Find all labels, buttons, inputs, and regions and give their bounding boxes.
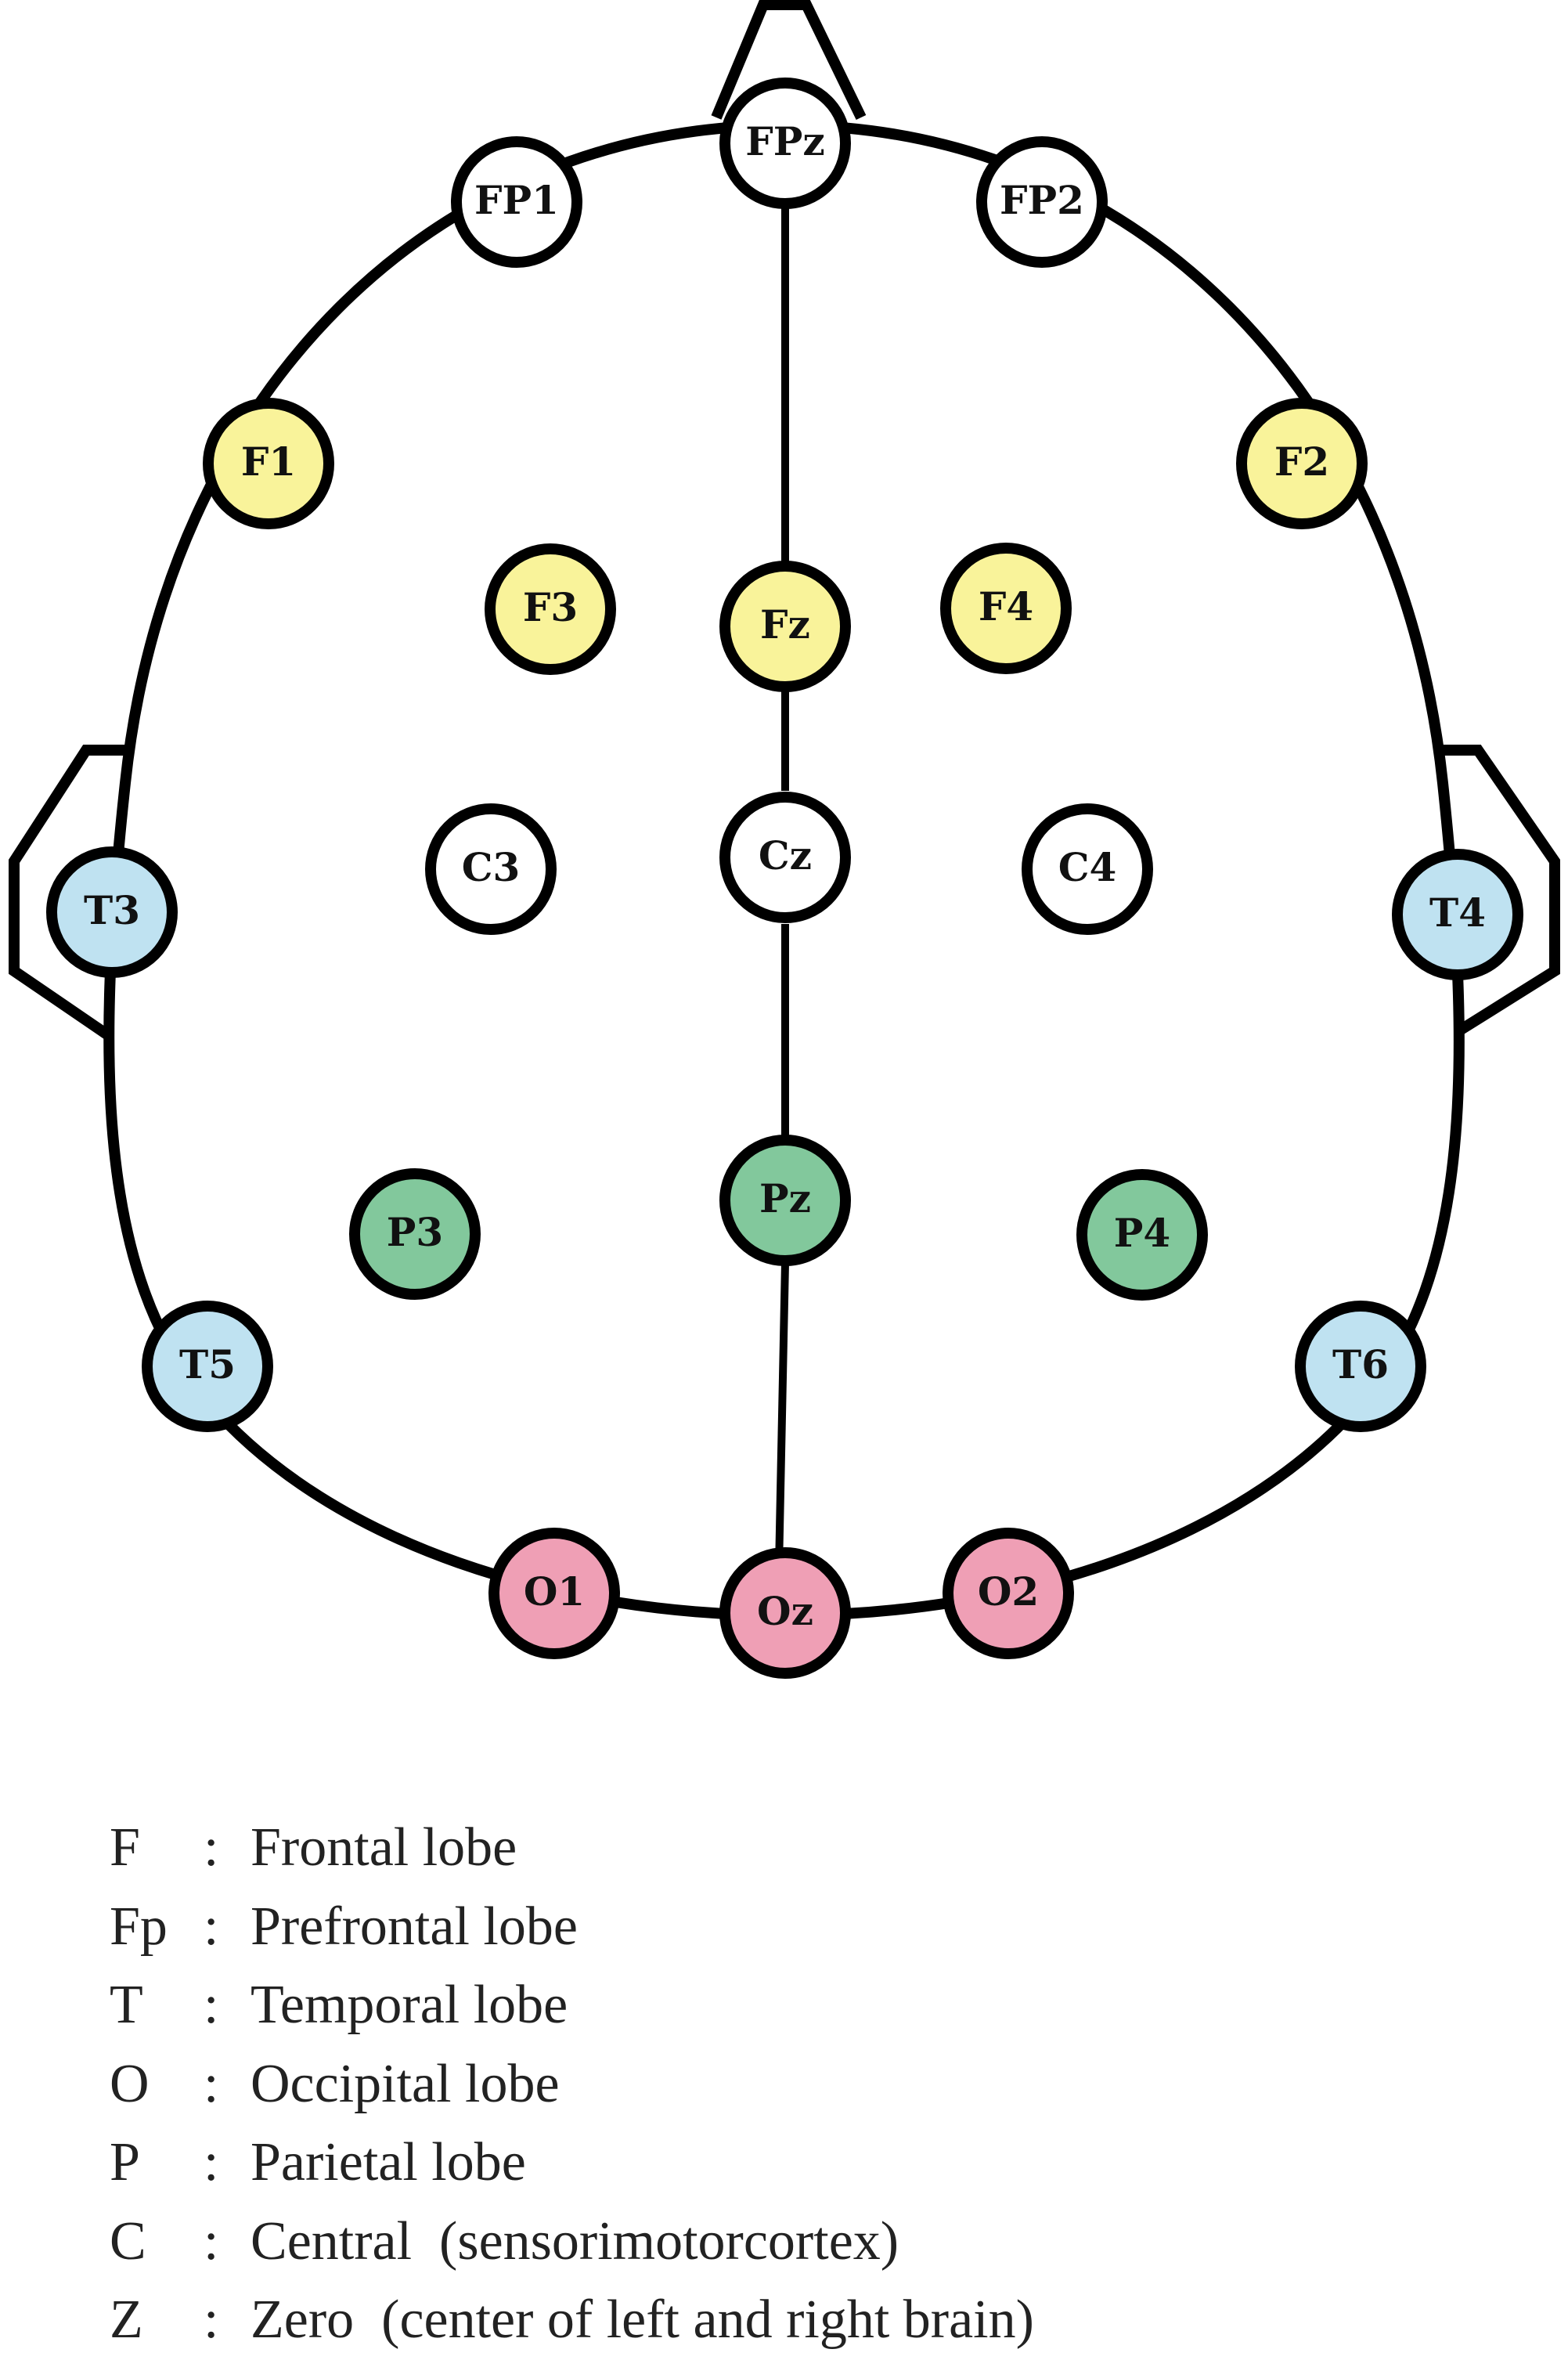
electrode-o2: O2 bbox=[943, 1528, 1074, 1659]
legend-separator: : bbox=[204, 2210, 219, 2272]
electrode-f2: F2 bbox=[1236, 398, 1368, 529]
electrode-label: Oz bbox=[757, 1588, 813, 1634]
electrode-label: F4 bbox=[979, 583, 1033, 630]
electrode-fp2: FP2 bbox=[976, 136, 1108, 268]
electrode-o1: O1 bbox=[488, 1528, 620, 1659]
electrode-t6: T6 bbox=[1295, 1301, 1426, 1432]
electrode-p3: P3 bbox=[349, 1168, 481, 1300]
legend-row-temporal: T: Temporal lobe bbox=[110, 1966, 1519, 2045]
electrode-f4: F4 bbox=[940, 543, 1072, 674]
electrode-marker bbox=[451, 136, 582, 268]
electrode-label: F2 bbox=[1274, 438, 1329, 485]
electrode-marker bbox=[349, 1168, 481, 1300]
legend-separator: : bbox=[204, 2132, 219, 2192]
electrode-label: Fz bbox=[760, 601, 810, 648]
electrode-marker bbox=[485, 543, 616, 675]
electrode-fz: Fz bbox=[719, 561, 851, 692]
electrode-label: Cz bbox=[759, 832, 812, 879]
legend-row-occipital: O: Occipital lobe bbox=[110, 2045, 1519, 2124]
legend-text: Zero (center of left and right brain) bbox=[251, 2290, 1034, 2350]
legend-text: Temporal lobe bbox=[251, 1975, 568, 2035]
legend-key: C bbox=[110, 2210, 146, 2272]
electrode-f1: F1 bbox=[203, 398, 334, 529]
right-ear-outline bbox=[1425, 745, 1560, 1040]
electrode-label: FPz bbox=[745, 118, 825, 164]
electrode-marker bbox=[719, 561, 851, 692]
legend-key: P bbox=[110, 2132, 140, 2192]
electrode-label: T3 bbox=[84, 887, 140, 933]
legend-row-parietal: P: Parietal lobe bbox=[110, 2124, 1519, 2203]
electrode-marker bbox=[719, 1135, 851, 1266]
legend-key: T bbox=[110, 1975, 143, 2035]
midline-pz-oz bbox=[775, 1262, 789, 1568]
electrode-label: T5 bbox=[179, 1341, 236, 1387]
electrode-label: O1 bbox=[524, 1568, 585, 1615]
legend-text: Central (sensorimotorcortex) bbox=[251, 2210, 899, 2272]
legend-separator: : bbox=[204, 2053, 219, 2114]
electrode-marker bbox=[142, 1301, 273, 1432]
electrode-marker bbox=[425, 803, 557, 935]
electrode-label: T4 bbox=[1429, 890, 1486, 936]
electrode-marker bbox=[719, 78, 851, 209]
electrode-marker bbox=[203, 398, 334, 529]
electrode-pz: Pz bbox=[719, 1135, 851, 1266]
left-ear-outline bbox=[9, 745, 146, 1040]
electrode-marker bbox=[719, 792, 851, 923]
legend-text: Prefrontal lobe bbox=[251, 1896, 578, 1957]
electrode-t5: T5 bbox=[142, 1301, 273, 1432]
electrode-label: C3 bbox=[462, 844, 521, 890]
legend-row-zero: Z: Zero (center of left and right brain) bbox=[110, 2281, 1519, 2360]
electrode-cz: Cz bbox=[719, 792, 851, 923]
electrode-t4: T4 bbox=[1392, 849, 1523, 980]
electrode-label: Pz bbox=[759, 1175, 811, 1221]
electrode-fp1: FP1 bbox=[451, 136, 582, 268]
electrode-fpz: FPz bbox=[719, 78, 851, 209]
legend-separator: : bbox=[204, 2290, 219, 2350]
legend-separator: : bbox=[204, 1896, 219, 1957]
electrode-label: P4 bbox=[1114, 1210, 1170, 1256]
electrode-marker bbox=[1295, 1301, 1426, 1432]
electrode-c3: C3 bbox=[425, 803, 557, 935]
electrode-marker bbox=[940, 543, 1072, 674]
electrode-marker bbox=[1236, 398, 1368, 529]
legend-separator: : bbox=[204, 1817, 219, 1878]
electrode-t3: T3 bbox=[46, 846, 178, 978]
electrode-label: FP1 bbox=[474, 177, 559, 223]
legend-text: Parietal lobe bbox=[251, 2132, 526, 2192]
electrode-marker bbox=[46, 846, 178, 978]
electrode-marker bbox=[488, 1528, 620, 1659]
electrode-c4: C4 bbox=[1022, 803, 1153, 935]
legend-separator: : bbox=[204, 1975, 219, 2035]
legend-row-frontal: F: Frontal lobe bbox=[110, 1809, 1519, 1888]
electrode-f3: F3 bbox=[485, 543, 616, 675]
legend-text: Frontal lobe bbox=[251, 1817, 517, 1878]
electrode-label: C4 bbox=[1058, 844, 1117, 890]
electrode-label: O2 bbox=[978, 1568, 1039, 1615]
legend-key: Z bbox=[110, 2290, 143, 2350]
legend-text: Occipital lobe bbox=[251, 2053, 560, 2114]
electrode-marker bbox=[976, 136, 1108, 268]
legend-key: Fp bbox=[110, 1896, 168, 1957]
electrode-p4: P4 bbox=[1076, 1169, 1208, 1301]
electrode-label: F3 bbox=[523, 584, 578, 630]
nose-outline bbox=[711, 0, 867, 121]
electrode-marker bbox=[719, 1547, 851, 1679]
electrode-marker bbox=[943, 1528, 1074, 1659]
electrode-marker bbox=[1022, 803, 1153, 935]
legend: F: Frontal lobe Fp: Prefrontal lobe T: Temp… bbox=[110, 1809, 1519, 2360]
electrode-marker bbox=[1392, 849, 1523, 980]
legend-row-central: C: Central (sensorimotorcortex) bbox=[110, 2203, 1519, 2282]
electrode-label: FP2 bbox=[1000, 177, 1084, 223]
legend-key: F bbox=[110, 1817, 140, 1878]
electrode-oz: Oz bbox=[719, 1547, 851, 1679]
electrode-label: T6 bbox=[1332, 1341, 1389, 1387]
legend-row-prefrontal: Fp: Prefrontal lobe bbox=[110, 1888, 1519, 1967]
legend-key: O bbox=[110, 2053, 150, 2114]
electrode-marker bbox=[1076, 1169, 1208, 1301]
electrode-label: P3 bbox=[387, 1209, 443, 1255]
electrode-label: F1 bbox=[241, 438, 296, 485]
